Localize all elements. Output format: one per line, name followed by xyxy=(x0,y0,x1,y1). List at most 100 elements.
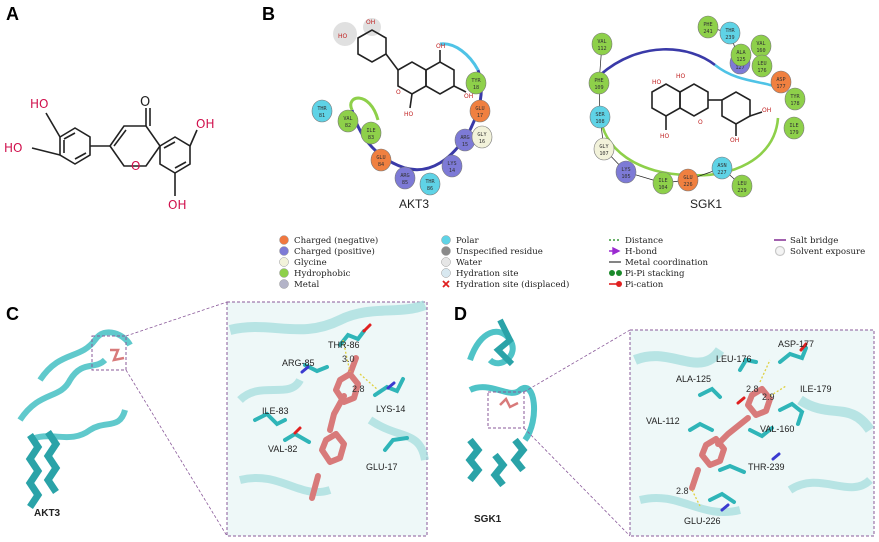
residue-number: 105 xyxy=(621,174,630,180)
residue-label: ALA-125 xyxy=(676,374,711,384)
residue-name: GLU xyxy=(475,106,484,112)
legend-item: Hydrophobic xyxy=(279,268,351,279)
legend-label: Hydration site xyxy=(456,269,518,279)
residue-number: 112 xyxy=(597,46,606,52)
akt3-protein-overview: AKT3 xyxy=(17,329,133,519)
ring-oxygen-label: O xyxy=(131,159,140,173)
residue-number: 160 xyxy=(756,48,765,54)
sgk1-residue-nodes: PHE241THR239LYS127VAL160ALA125LEU176ASP1… xyxy=(588,15,806,198)
zoom-region xyxy=(91,335,127,371)
legend-item: Charged (negative) xyxy=(279,235,378,246)
ligand-hydroxyl: HO xyxy=(404,111,414,118)
legend-swatch xyxy=(441,235,451,245)
zoom-connector xyxy=(125,369,228,537)
residue-number: 178 xyxy=(790,101,799,107)
ligand-hydroxyl: HO xyxy=(652,79,662,86)
residue-name: TYR xyxy=(790,94,800,100)
residue-number: 15 xyxy=(462,142,468,148)
legend-label: Salt bridge xyxy=(790,236,838,246)
residue-label: ARG-85 xyxy=(282,358,315,368)
legend-item: Charged (positive) xyxy=(279,246,375,257)
residue-number: 86 xyxy=(427,186,433,192)
residue-number: 241 xyxy=(703,29,712,35)
residue-name: VAL xyxy=(756,41,765,47)
ligand-hydroxyl: OH xyxy=(762,107,771,114)
residue-name: ARG xyxy=(460,135,469,141)
legend-swatch xyxy=(609,246,621,256)
residue-number: 83 xyxy=(368,135,374,141)
zoom-connector xyxy=(125,301,228,337)
residue-name: GLY xyxy=(599,144,609,150)
residue-number: 85 xyxy=(402,180,408,186)
ligand-hydroxyl: OH xyxy=(366,19,375,26)
residue-number: 226 xyxy=(683,182,692,188)
akt3-protein-label: AKT3 xyxy=(34,508,61,519)
pocket-contour xyxy=(599,48,716,76)
panel-b-label: B xyxy=(262,4,275,24)
residue-number: 107 xyxy=(599,151,608,157)
ligand-hydroxyl: HO xyxy=(660,133,670,140)
zoom-region xyxy=(487,391,525,429)
residue-number: 125 xyxy=(736,57,745,63)
residue-number: 84 xyxy=(378,162,384,168)
residue-number: 104 xyxy=(658,185,667,191)
residue-label: THR-86 xyxy=(328,340,360,350)
sgk1-ligand-3d xyxy=(689,386,773,491)
residue-number: 16 xyxy=(479,139,485,145)
legend-label: Polar xyxy=(456,236,479,246)
legend-label: Unspecified residue xyxy=(456,247,543,257)
legend-swatch xyxy=(442,280,450,288)
residue-name: GLU xyxy=(376,155,385,161)
legend-swatch xyxy=(279,235,289,245)
legend-swatch xyxy=(279,268,289,278)
residue-number: 14 xyxy=(449,168,455,174)
ligand-hydroxyl: OH xyxy=(436,43,445,50)
residue-name: ASP xyxy=(776,77,785,83)
hydroxyl-label: OH xyxy=(196,117,214,131)
distance-label: 2.9 xyxy=(762,392,775,402)
residue-number: 81 xyxy=(319,113,325,119)
residue-name: LEU xyxy=(737,181,746,187)
residue-label: LYS-14 xyxy=(376,404,405,414)
legend-label: Charged (positive) xyxy=(294,246,375,257)
ligand-hydroxyl: OH xyxy=(464,93,473,100)
panel-a-label: A xyxy=(6,4,19,24)
sgk1-protein-label: SGK1 xyxy=(474,514,502,525)
flavonoid-structure: HO HO O OH O OH xyxy=(4,95,214,212)
residue-number: 18 xyxy=(473,85,479,91)
legend-item: Water xyxy=(441,257,483,268)
residue-label: ILE-179 xyxy=(800,384,832,394)
residue-label: LEU-176 xyxy=(716,354,752,364)
legend-item: Unspecified residue xyxy=(441,246,543,257)
residue-label: ASP-177 xyxy=(778,339,814,349)
panel-c-label: C xyxy=(6,304,19,324)
legend-item: Metal xyxy=(279,279,319,290)
legend-swatch xyxy=(279,246,289,256)
ligand-ring-oxygen: O xyxy=(396,89,401,96)
sgk1-binding-site-zoom: ASP-177 LEU-176 ALA-125 ILE-179 VAL-112 … xyxy=(629,329,875,537)
residue-name: ALA xyxy=(736,50,746,56)
residue-number: 179 xyxy=(789,130,798,136)
residue-name: TYR xyxy=(471,78,481,84)
legend-label: Water xyxy=(456,258,483,268)
distance-label: 3.0 xyxy=(342,354,355,364)
residue-number: 109 xyxy=(594,85,603,91)
legend-item: Salt bridge xyxy=(774,236,838,246)
residue-name: VAL xyxy=(597,39,606,45)
